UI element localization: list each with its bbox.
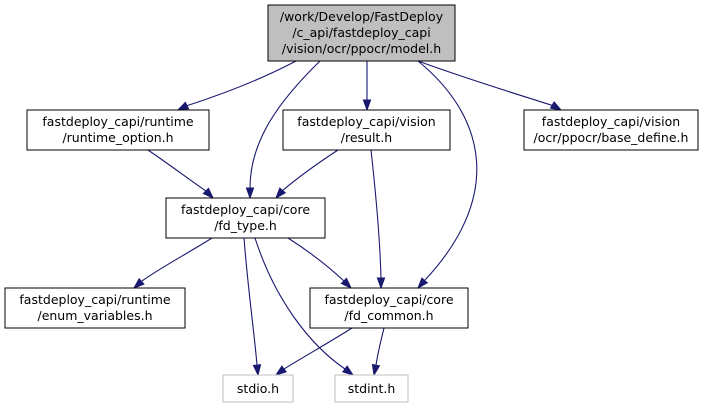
node-model-h-box	[267, 4, 456, 62]
node-stdint-h-box	[334, 374, 409, 403]
node-base-define-h-box	[523, 109, 699, 151]
node-fd-type-h[interactable]: fastdeploy_capi/core /fd_type.h	[165, 197, 326, 239]
node-fd-common-h[interactable]: fastdeploy_capi/core /fd_common.h	[309, 287, 469, 329]
node-fd-common-h-box	[309, 287, 469, 329]
node-stdint-h[interactable]: stdint.h	[334, 374, 409, 403]
edge-model-to-runtime-option	[185, 60, 297, 107]
node-runtime-option-h-line-2: /runtime_option.h	[62, 130, 173, 145]
node-runtime-option-h-box	[26, 109, 210, 151]
edge-model-to-base-define-arrowhead	[549, 101, 563, 111]
edge-model-to-fd-common-arrowhead	[417, 277, 429, 290]
edge-fd-type-to-enum-variables-arrowhead	[132, 277, 145, 289]
node-model-h-line-3: /vision/ocr/ppocr/model.h	[282, 41, 441, 56]
edge-fd-common-to-stdio	[283, 327, 353, 370]
edge-model-to-vision-result-arrowhead	[362, 99, 372, 112]
node-vision-result-h[interactable]: fastdeploy_capi/vision /result.h	[282, 109, 451, 151]
edge-fd-type-to-stdint-arrowhead	[342, 365, 355, 376]
node-vision-result-h-box	[282, 109, 451, 151]
edge-vision-result-to-fd-common	[370, 149, 382, 279]
node-enum-variables-h-line-1: fastdeploy_capi/runtime	[19, 292, 170, 307]
edge-fd-common-to-stdio-arrowhead	[274, 365, 287, 376]
edge-fd-type-to-stdio	[243, 237, 258, 366]
node-stdio-h-label: stdio.h	[237, 381, 279, 396]
node-fd-common-h-line-2: /fd_common.h	[344, 308, 433, 323]
node-base-define-h-line-2: /ocr/ppocr/base_define.h	[534, 130, 689, 145]
edge-fd-type-to-fd-common-arrowhead	[340, 277, 353, 290]
edge-fd-type-to-stdint	[254, 237, 346, 370]
node-stdio-h-box	[222, 374, 294, 403]
edge-runtime-option-to-fd-type-arrowhead	[202, 187, 215, 200]
node-vision-result-h-line-2: /result.h	[341, 130, 392, 145]
edge-vision-result-to-fd-type	[281, 149, 339, 192]
edge-fd-type-to-fd-common	[287, 237, 345, 282]
node-base-define-h[interactable]: fastdeploy_capi/vision /ocr/ppocr/base_d…	[523, 109, 699, 151]
node-fd-type-h-line-1: fastdeploy_capi/core	[181, 202, 310, 217]
node-enum-variables-h-box	[4, 287, 186, 329]
edge-fd-common-to-stdint-arrowhead	[371, 363, 381, 377]
node-stdio-h[interactable]: stdio.h	[222, 374, 294, 403]
edge-model-to-runtime-option-arrowhead	[176, 101, 190, 111]
edge-fd-type-to-stdio-arrowhead	[252, 364, 262, 377]
node-model-h[interactable]: /work/Develop/FastDeploy /c_api/fastdepl…	[267, 4, 456, 62]
node-base-define-h-line-1: fastdeploy_capi/vision	[542, 114, 680, 129]
edge-model-to-fd-type	[249, 60, 321, 189]
edge-runtime-option-to-fd-type	[147, 149, 207, 192]
node-runtime-option-h-line-1: fastdeploy_capi/runtime	[42, 114, 193, 129]
edge-vision-result-to-fd-type-arrowhead	[275, 187, 287, 200]
node-fd-type-h-line-2: /fd_type.h	[214, 218, 277, 233]
node-fd-common-h-line-1: fastdeploy_capi/core	[324, 292, 453, 307]
edge-vision-result-to-fd-common-arrowhead	[376, 277, 386, 290]
node-model-h-line-1: /work/Develop/FastDeploy	[280, 9, 444, 24]
edge-model-to-fd-common	[417, 60, 478, 281]
node-runtime-option-h[interactable]: fastdeploy_capi/runtime /runtime_option.…	[26, 109, 210, 151]
node-model-h-line-2: /c_api/fastdeploy_capi	[292, 25, 430, 40]
edge-model-to-base-define	[417, 60, 555, 107]
node-enum-variables-h-line-2: /enum_variables.h	[37, 308, 152, 323]
node-fd-type-h-box	[165, 197, 326, 239]
edge-model-to-fd-type-arrowhead	[245, 187, 255, 200]
edge-fd-common-to-stdint	[375, 327, 385, 366]
node-enum-variables-h[interactable]: fastdeploy_capi/runtime /enum_variables.…	[4, 287, 186, 329]
edge-fd-type-to-enum-variables	[141, 237, 213, 282]
node-stdint-h-label: stdint.h	[348, 381, 396, 396]
node-vision-result-h-line-1: fastdeploy_capi/vision	[297, 114, 435, 129]
